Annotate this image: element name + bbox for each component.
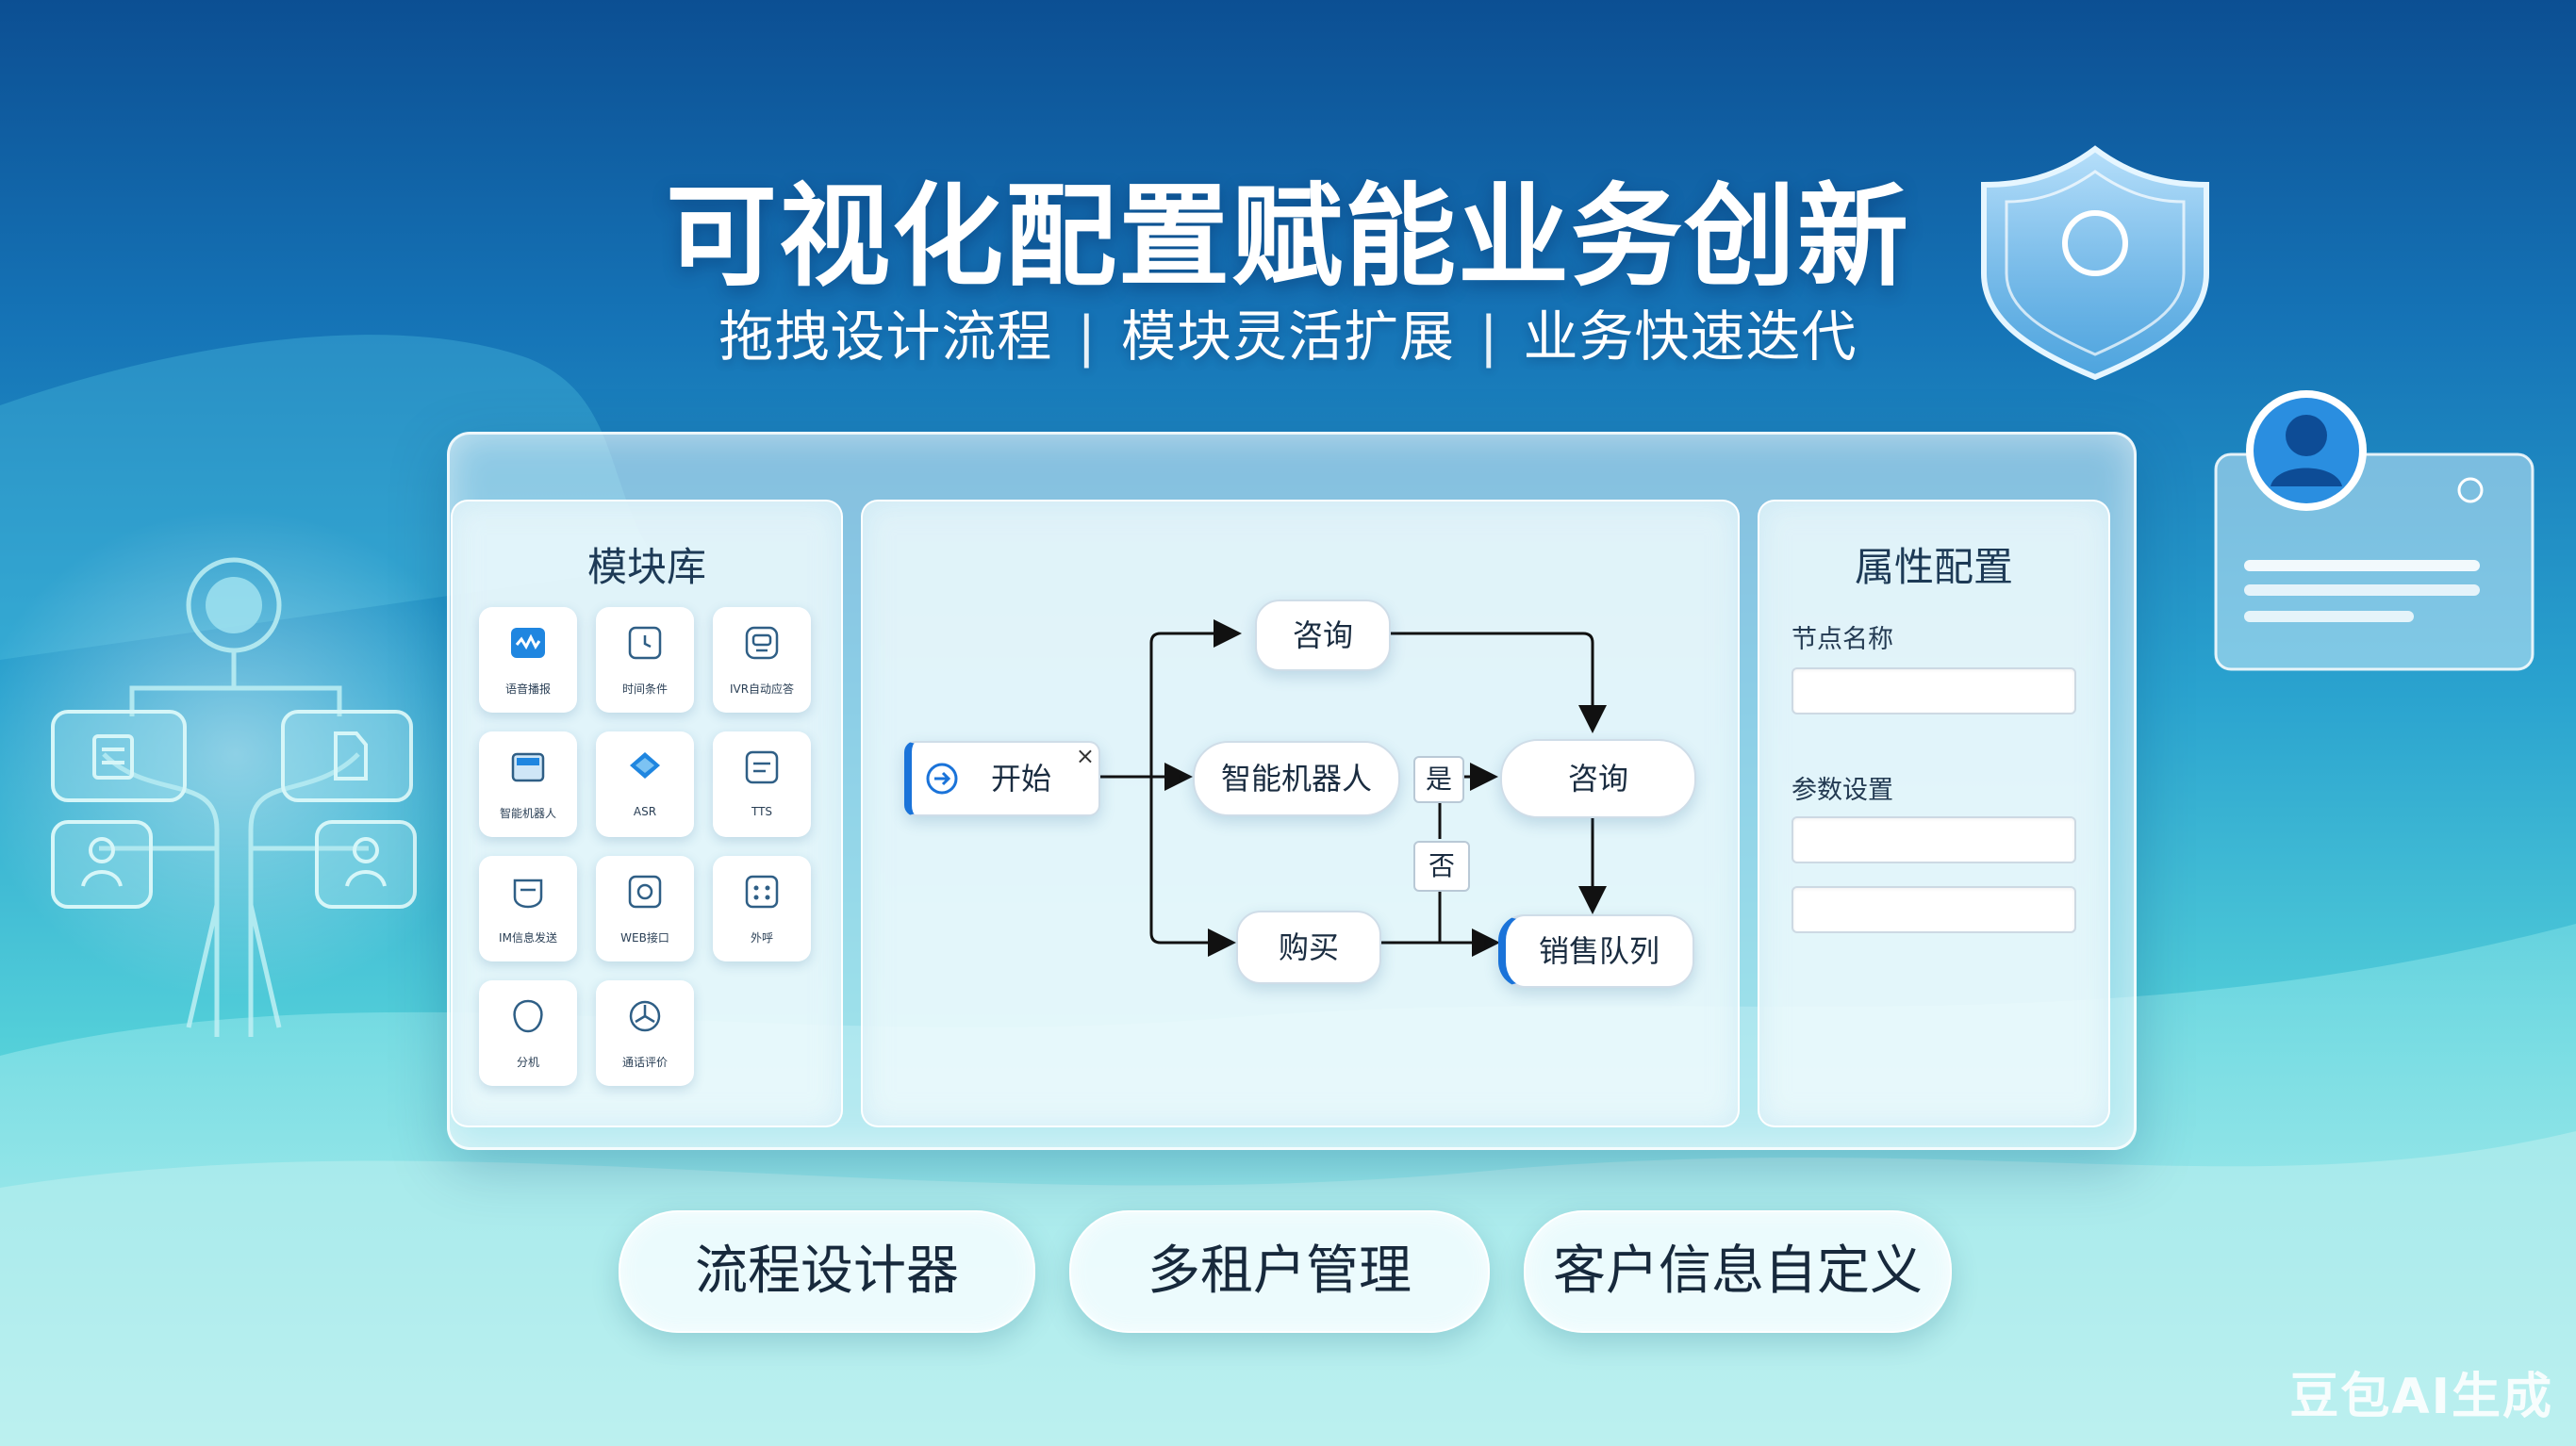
close-icon[interactable]: × (1075, 743, 1095, 769)
param-field-2[interactable] (1792, 886, 2076, 933)
properties-title: 属性配置 (1854, 544, 2013, 590)
module-voice-broadcast[interactable]: 语音播报 (479, 607, 577, 713)
module-label: 通话评价 (621, 1056, 668, 1069)
user-icon-right (315, 820, 417, 909)
module-label: 外呼 (750, 931, 773, 945)
module-library-panel: 模块库 语音播报 时间条件 IVR自动应答 智能机器人 ASR TTS IM信息… (451, 500, 843, 1127)
subtitle-part-iterate: 业务快速迭代 (1523, 304, 1858, 369)
node-name-field[interactable] (1792, 667, 2076, 715)
web-icon (628, 875, 662, 909)
pill-flow-designer[interactable]: 流程设计器 (619, 1210, 1035, 1333)
subtitle-separator: | (1479, 304, 1499, 369)
node-consult-right[interactable]: 咨询 (1500, 739, 1696, 818)
module-label: ASR (633, 805, 657, 818)
module-time-condition[interactable]: 时间条件 (596, 607, 694, 713)
rating-icon (629, 1000, 661, 1032)
module-call-rating[interactable]: 通话评价 (596, 980, 694, 1086)
ivr-icon (745, 626, 779, 660)
module-label: 智能机器人 (499, 807, 556, 820)
module-asr[interactable]: ASR (596, 731, 694, 837)
user-icon-left (51, 820, 153, 909)
module-ivr[interactable]: IVR自动应答 (713, 607, 811, 713)
module-label: IVR自动应答 (729, 682, 795, 696)
message-icon (513, 879, 543, 909)
subtitle-part-drag: 拖拽设计流程 (718, 304, 1053, 369)
pill-multi-tenant[interactable]: 多租户管理 (1069, 1210, 1490, 1333)
file-icon (281, 710, 413, 802)
module-label: 语音播报 (504, 682, 551, 696)
watermark: 豆包AI生成 (2289, 1369, 2553, 1425)
subtitle-separator: | (1077, 304, 1097, 369)
profile-card (2214, 390, 2535, 671)
flow-connectors (1100, 619, 1607, 957)
module-web-api[interactable]: WEB接口 (596, 856, 694, 961)
node-start-label: 开始 (991, 761, 1052, 797)
hero-subtitle: 拖拽设计流程 | 模块灵活扩展 | 业务快速迭代 (0, 292, 2576, 371)
hero-title: 可视化配置赋能业务创新 (665, 172, 1910, 302)
tts-icon (745, 750, 779, 784)
clock-icon (628, 626, 662, 660)
subtitle-part-modules: 模块灵活扩展 (1120, 304, 1455, 369)
flow-canvas[interactable]: 开始 × 咨询 智能机器人 是 否 咨询 购买 销售队列 (861, 500, 1740, 1127)
document-icon (51, 710, 187, 802)
node-name-label: 节点名称 (1792, 625, 1893, 654)
yes-label: 是 (1413, 756, 1464, 803)
module-label: TTS (751, 805, 773, 818)
waveform-icon (511, 628, 545, 658)
node-sales-queue[interactable]: 销售队列 (1498, 914, 1694, 988)
module-label: IM信息发送 (499, 931, 557, 945)
node-purchase[interactable]: 购买 (1236, 911, 1381, 984)
module-im-send[interactable]: IM信息发送 (479, 856, 577, 961)
node-start[interactable]: 开始 × (904, 741, 1100, 816)
param-field-1[interactable] (1792, 816, 2076, 863)
asr-icon (630, 752, 660, 779)
shield-icon (1981, 145, 2209, 381)
no-label: 否 (1413, 841, 1470, 892)
param-settings-label: 参数设置 (1792, 776, 1893, 805)
node-smart-robot[interactable]: 智能机器人 (1193, 741, 1400, 816)
pill-customer-info[interactable]: 客户信息自定义 (1524, 1210, 1952, 1333)
module-extension[interactable]: 分机 (479, 980, 577, 1086)
extension-icon (513, 999, 543, 1033)
module-robot[interactable]: 智能机器人 (479, 731, 577, 837)
module-tts[interactable]: TTS (713, 731, 811, 837)
robot-icon (511, 752, 545, 782)
module-label: WEB接口 (620, 931, 669, 945)
module-label: 时间条件 (621, 682, 668, 696)
module-label: 分机 (516, 1056, 539, 1069)
module-outbound[interactable]: 外呼 (713, 856, 811, 961)
module-library-title: 模块库 (586, 544, 706, 590)
properties-panel: 属性配置 节点名称 参数设置 (1758, 500, 2110, 1127)
outbound-call-icon (745, 875, 779, 909)
node-consult-top[interactable]: 咨询 (1255, 600, 1391, 671)
arrow-right-circle-icon (926, 763, 958, 795)
